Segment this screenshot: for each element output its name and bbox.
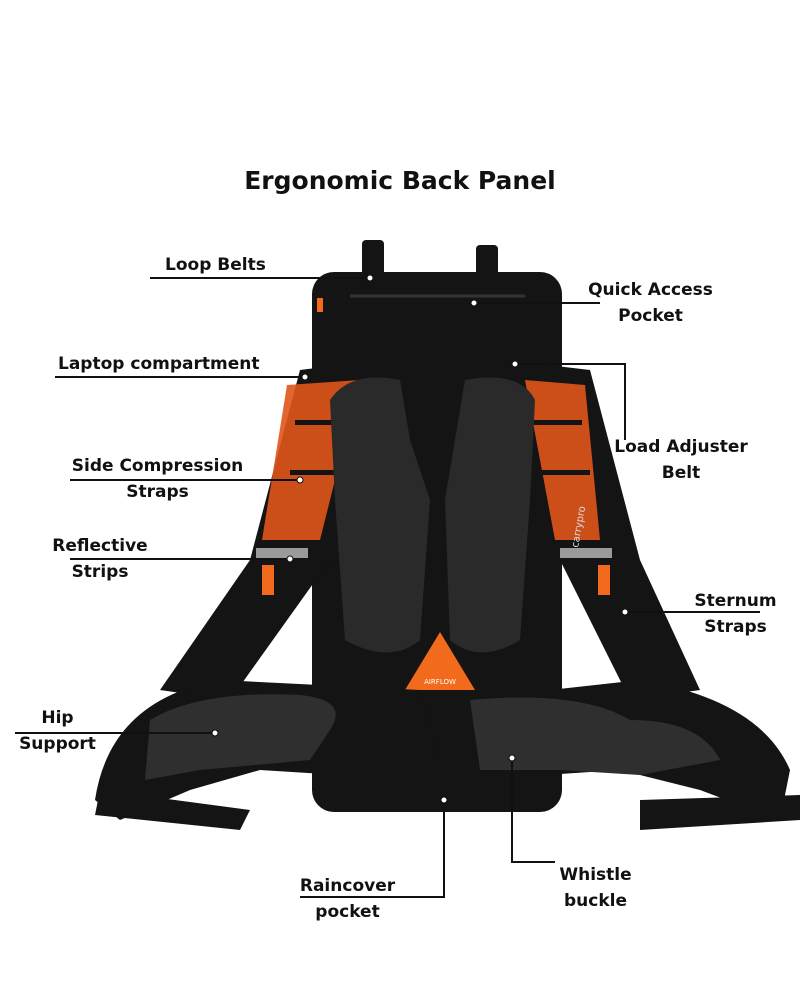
back-pad-right xyxy=(445,377,535,653)
callout-line: Whistle xyxy=(559,865,632,885)
callout-line: Pocket xyxy=(618,306,683,326)
hip-pad-right xyxy=(470,697,720,775)
callout-raincover-pocket: Raincover pocket xyxy=(290,873,405,925)
callout-line: Sternum xyxy=(694,591,777,611)
reflective-strip-right xyxy=(560,548,612,558)
callout-line: Quick Access xyxy=(588,280,713,300)
callout-line: Belt xyxy=(661,463,701,483)
page-title: Ergonomic Back Panel xyxy=(244,166,556,195)
callout-loop-belts: Loop Belts xyxy=(165,255,266,275)
callout-line: Reflective xyxy=(52,536,148,556)
callout-dots xyxy=(211,274,629,804)
callout-line: Load Adjuster xyxy=(614,437,748,457)
callout-line: Hip xyxy=(41,708,74,728)
callout-line: Support xyxy=(19,734,96,754)
airflow-badge-text: AIRFLOW xyxy=(424,678,456,686)
callout-laptop-compartment: Laptop compartment xyxy=(58,354,260,374)
callout-line: buckle xyxy=(563,891,627,911)
callout-line: Side Compression xyxy=(71,456,244,476)
hip-pad-left xyxy=(145,694,336,780)
leader-lines xyxy=(15,277,760,898)
callout-line: pocket xyxy=(315,902,380,922)
callout-line: Straps xyxy=(126,482,189,502)
reflective-strip-left xyxy=(256,548,308,558)
callout-line: Raincover xyxy=(299,876,396,896)
airflow-badge xyxy=(405,632,475,690)
callout-whistle-buckle: Whistle buckle xyxy=(548,862,643,914)
back-pad-left xyxy=(330,377,430,653)
callout-line: Strips xyxy=(71,562,129,582)
callout-line: Straps xyxy=(704,617,767,637)
